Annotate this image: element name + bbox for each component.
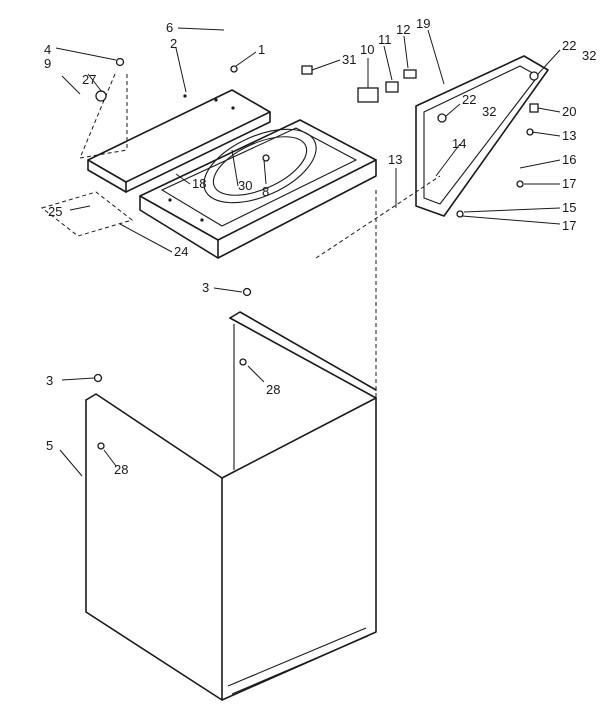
callout-13-right: 13 (562, 128, 576, 143)
callout-1: 1 (258, 42, 265, 57)
callout-13-left: 13 (388, 152, 402, 167)
lid-frame (415, 55, 549, 217)
cabinet (85, 311, 377, 701)
callout-28-left: 28 (114, 462, 128, 477)
callout-17-upper: 17 (562, 176, 576, 191)
callout-20: 20 (562, 104, 576, 119)
callout-16: 16 (562, 152, 576, 167)
callout-14: 14 (452, 136, 466, 151)
hardware (93, 57, 539, 450)
callout-31: 31 (342, 52, 356, 67)
callout-10: 10 (360, 42, 374, 57)
callout-25: 25 (48, 204, 62, 219)
callout-6: 6 (166, 20, 173, 35)
callout-28-right: 28 (266, 382, 280, 397)
callout-5: 5 (46, 438, 53, 453)
callout-18: 18 (192, 176, 206, 191)
washer-top-assembly (139, 119, 377, 259)
guide-lines (40, 73, 441, 398)
leader-lines (55, 27, 561, 477)
callout-15: 15 (562, 200, 576, 215)
callout-11: 11 (378, 32, 392, 47)
callout-22-left: 22 (462, 92, 476, 107)
callout-3-bottom: 3 (46, 373, 53, 388)
callout-9: 9 (44, 56, 51, 71)
callout-12: 12 (396, 22, 410, 37)
callout-32-left: 32 (482, 104, 496, 119)
callout-27: 27 (82, 72, 96, 87)
callout-3-top: 3 (202, 280, 209, 295)
callout-2: 2 (170, 36, 177, 51)
callout-22-right: 22 (562, 38, 576, 53)
callout-labels: 1 2 3 3 4 5 6 8 9 10 11 12 13 13 14 15 1… (44, 16, 596, 477)
callout-32-right: 32 (582, 48, 596, 63)
callout-19: 19 (416, 16, 430, 31)
callout-17-lower: 17 (562, 218, 576, 233)
callout-4: 4 (44, 42, 51, 57)
console-panel (87, 89, 271, 193)
callout-8: 8 (262, 184, 269, 199)
callout-30: 30 (238, 178, 252, 193)
callout-24: 24 (174, 244, 188, 259)
